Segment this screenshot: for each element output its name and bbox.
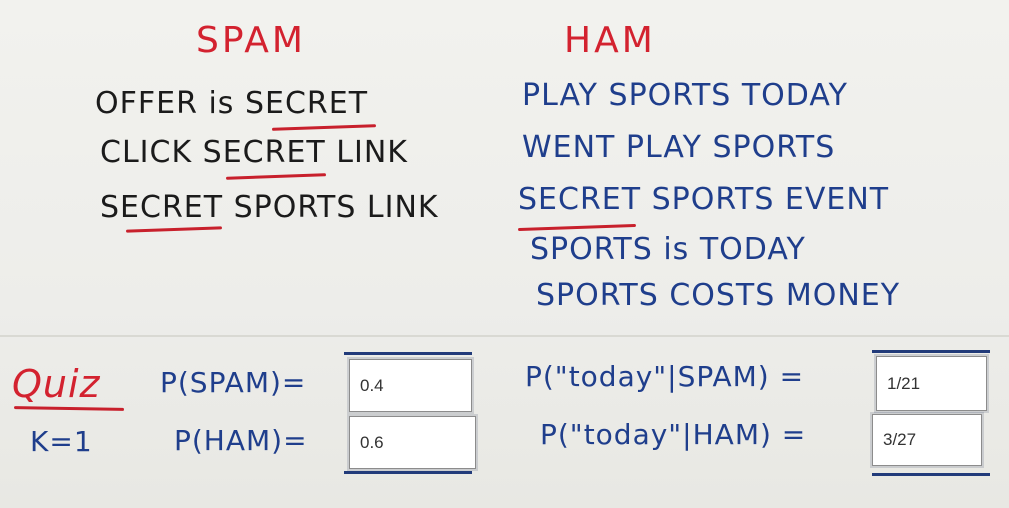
p-today-ham-answer-field[interactable]: 3/27	[872, 414, 982, 466]
p-today-ham-label: P("today"|HAM) =	[540, 418, 807, 451]
p-ham-label: P(HAM)=	[174, 424, 308, 457]
secret-underline-2	[225, 173, 327, 180]
spam-heading: SPAM	[196, 20, 306, 61]
spam-line-2: CLICK SECRET LINK	[100, 135, 408, 170]
ham-line-1: PLAY SPORTS TODAY	[522, 78, 848, 113]
spam-line-3: SECRET SPORTS LINK	[100, 190, 439, 225]
p-spam-label: P(SPAM)=	[160, 366, 307, 399]
ham-heading: HAM	[564, 20, 656, 61]
p-today-spam-label: P("today"|SPAM) =	[525, 360, 805, 393]
ham-line-5: SPORTS COSTS MONEY	[536, 278, 901, 313]
secret-underline-1	[271, 124, 377, 131]
p-ham-answer-field[interactable]: 0.6	[349, 416, 476, 469]
p-today-spam-answer-value: 1/21	[887, 373, 921, 393]
p-spam-answer-value: 0.4	[360, 375, 384, 395]
p-spam-answer-field[interactable]: 0.4	[349, 359, 472, 412]
ham-line-2: WENT PLAY SPORTS	[522, 130, 836, 165]
secret-underline-4	[517, 223, 637, 232]
p-ham-answer-value: 0.6	[360, 432, 384, 452]
p-today-spam-answer-field[interactable]: 1/21	[876, 356, 987, 411]
ham-line-4: SPORTS is TODAY	[530, 232, 806, 267]
ham-line-3: SECRET SPORTS EVENT	[518, 182, 890, 217]
answer-bracket-right	[872, 350, 990, 476]
k-label: K=1	[30, 425, 93, 458]
p-today-ham-answer-value: 3/27	[883, 430, 917, 449]
quiz-title: Quiz	[12, 362, 101, 406]
paper-fold-divider	[0, 335, 1009, 337]
answer-bracket-left	[344, 352, 472, 474]
secret-underline-3	[125, 226, 223, 233]
quiz-underline	[13, 406, 125, 411]
spam-line-1: OFFER is SECRET	[95, 86, 369, 121]
